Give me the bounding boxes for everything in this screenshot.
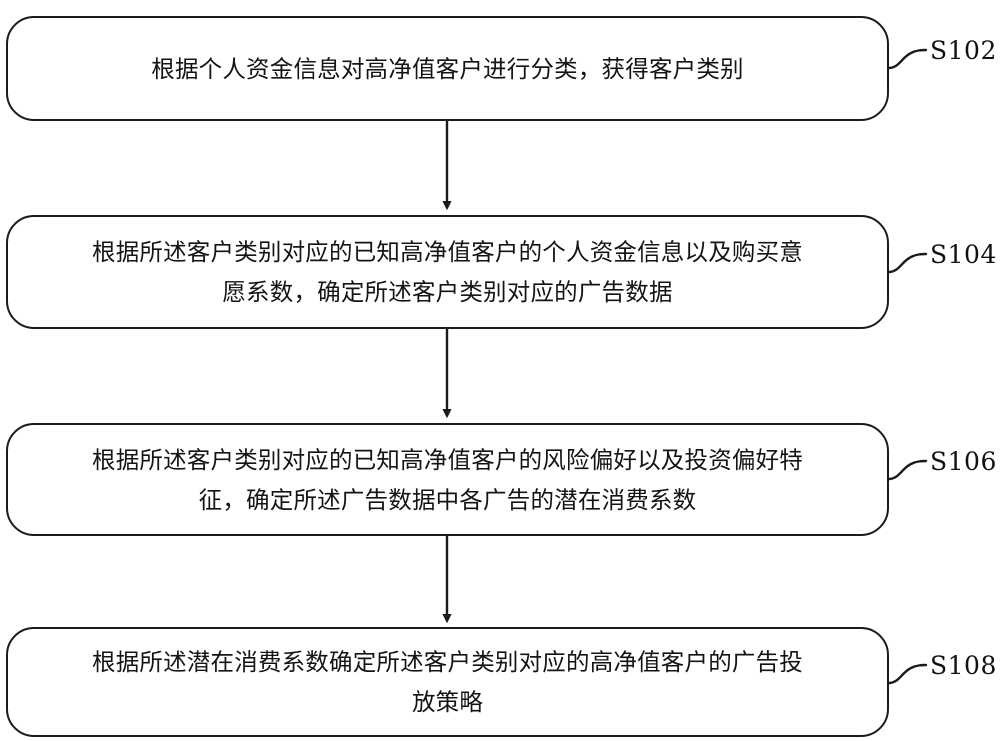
flow-step-label-s108: S108 (930, 651, 997, 680)
flow-step-label-s106: S106 (930, 447, 997, 476)
flow-step-s106[interactable]: 根据所述客户类别对应的已知高净值客户的风险偏好以及投资偏好特 征，确定所述广告数… (6, 423, 889, 536)
flow-step-s106-text: 根据所述客户类别对应的已知高净值客户的风险偏好以及投资偏好特 征，确定所述广告数… (92, 445, 803, 514)
flow-step-label-s102: S102 (930, 36, 997, 65)
leader-line-s102 (887, 48, 928, 70)
leader-line-s104 (887, 252, 928, 274)
flow-step-s102[interactable]: 根据个人资金信息对高净值客户进行分类，获得客户类别 (6, 16, 889, 121)
flow-step-s102-text: 根据个人资金信息对高净值客户进行分类，获得客户类别 (151, 54, 744, 83)
flow-step-s104-text: 根据所述客户类别对应的已知高净值客户的个人资金信息以及购买意 愿系数，确定所述客… (92, 238, 803, 306)
flow-step-s104[interactable]: 根据所述客户类别对应的已知高净值客户的个人资金信息以及购买意 愿系数，确定所述客… (6, 215, 889, 329)
flow-step-label-s104: S104 (930, 240, 997, 269)
flow-step-s108-text: 根据所述潜在消费系数确定所述客户类别对应的高净值客户的广告投 放策略 (92, 648, 803, 716)
flow-step-s108[interactable]: 根据所述潜在消费系数确定所述客户类别对应的高净值客户的广告投 放策略 (6, 627, 889, 737)
leader-line-s106 (887, 459, 928, 481)
leader-line-s108 (887, 663, 928, 685)
